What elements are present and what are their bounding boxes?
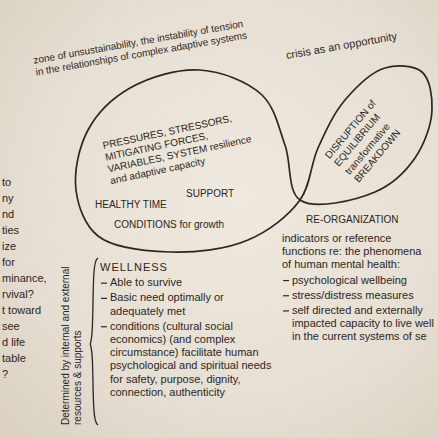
list-item: Able to survive	[110, 276, 275, 289]
bullet-dash	[283, 280, 289, 281]
vertical-note: Determined by internal and external reso…	[60, 255, 84, 425]
list-item: self directed and externally impacted ca…	[292, 304, 434, 344]
phase-label: RE-ORGANIZATION	[306, 214, 399, 226]
cropped-note: nd	[2, 208, 14, 221]
cropped-note: ny	[2, 192, 14, 205]
bullet-dash	[101, 326, 107, 327]
pressures-annotation: PRESSURES, STRESSORS, MITIGATING FORCES,…	[102, 109, 259, 187]
cropped-note: table	[2, 352, 26, 365]
cropped-note: t toward	[2, 304, 41, 317]
cropped-note: minance,	[2, 272, 47, 285]
list-item: conditions (cultural social economics) (…	[110, 320, 275, 399]
list-heading: WELLNESS	[100, 261, 168, 274]
crisis-annotation: crisis as an opportunity	[285, 25, 425, 62]
infinity-loop	[75, 66, 432, 252]
cropped-note: ize	[2, 240, 16, 253]
phase-label: CONDITIONS for growth	[114, 219, 224, 231]
cropped-note: d life	[2, 336, 25, 349]
zone-annotation: zone of unsustainability, the instabilit…	[32, 18, 248, 79]
cropped-note: rvival?	[2, 288, 34, 301]
list-heading: indicators or reference functions re: th…	[282, 232, 432, 272]
cropped-note: see	[2, 320, 20, 333]
cropped-note: ties	[2, 224, 19, 237]
list-item: stress/distress measures	[292, 289, 434, 302]
bullet-dash	[283, 310, 289, 311]
bullet-dash	[101, 298, 107, 299]
bracket	[90, 258, 98, 425]
cropped-note: for	[2, 256, 15, 269]
list-item: Basic need optimally or adequately met	[110, 291, 275, 317]
list-item: psychological wellbeing	[292, 274, 434, 287]
cropped-note: ?	[2, 368, 8, 381]
bullet-dash	[101, 283, 107, 284]
phase-label: HEALTHY TIME	[95, 199, 167, 211]
cropped-note: to	[2, 176, 11, 189]
phase-label: SUPPORT	[186, 188, 234, 200]
bullet-dash	[283, 295, 289, 296]
